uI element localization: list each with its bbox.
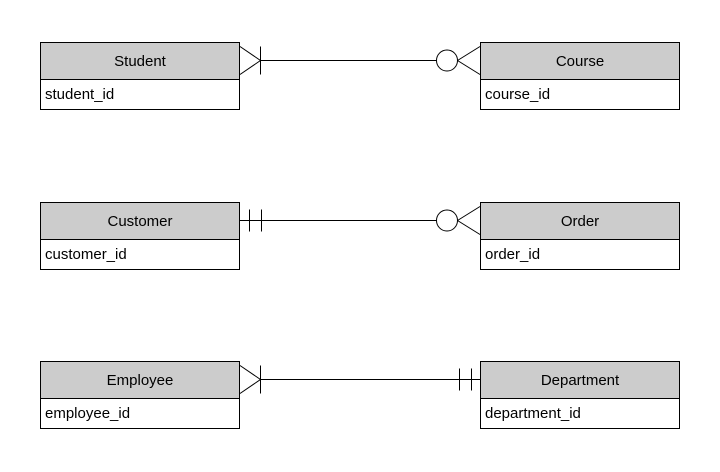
relationship-customer-order	[240, 206, 481, 235]
entity-customer: Customer customer_id	[40, 202, 240, 270]
zero-circle-icon	[436, 49, 458, 72]
entity-title: Course	[481, 43, 679, 80]
entity-title: Employee	[41, 362, 239, 399]
entity-attribute: customer_id	[45, 246, 127, 263]
entity-title: Student	[41, 43, 239, 80]
relationship-employee-department	[239, 365, 480, 394]
zero-circle-icon	[436, 209, 458, 232]
crow-foot-icon	[457, 46, 481, 75]
entity-title: Order	[481, 203, 679, 240]
entity-attribute: student_id	[45, 86, 115, 103]
crow-foot-icon	[239, 365, 261, 394]
entity-student: Student student_id	[40, 42, 240, 110]
entity-attribute: department_id	[485, 405, 581, 422]
crow-foot-icon	[457, 206, 481, 235]
relationship-student-course	[239, 46, 481, 75]
entity-employee: Employee employee_id	[40, 361, 240, 429]
crow-foot-icon	[239, 46, 261, 75]
entity-course: Course course_id	[480, 42, 680, 110]
entity-attribute: course_id	[485, 86, 551, 103]
entity-attribute: order_id	[485, 246, 541, 263]
entity-attribute: employee_id	[45, 405, 131, 422]
entity-title: Department	[481, 362, 679, 399]
entity-order: Order order_id	[480, 202, 680, 270]
entity-department: Department department_id	[480, 361, 680, 429]
entity-title: Customer	[41, 203, 239, 240]
